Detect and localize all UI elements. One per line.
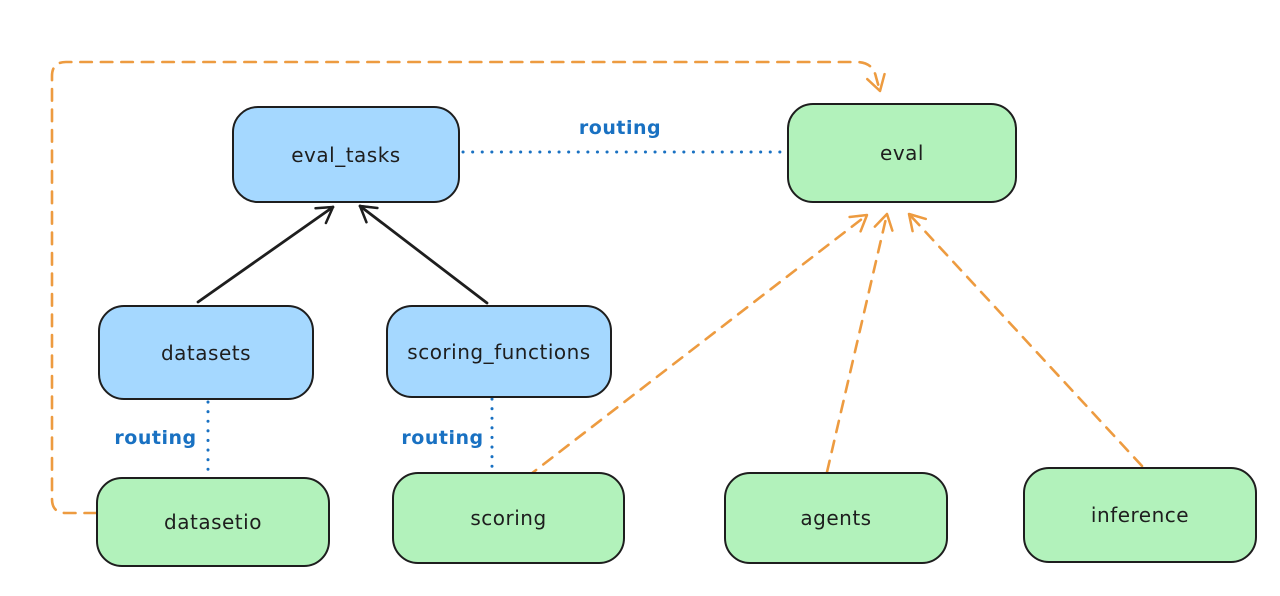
- edge-scoring_functions-eval_tasks: [358, 204, 489, 305]
- edge-inference-eval: [907, 212, 1144, 468]
- node-datasets-label: datasets: [160, 340, 252, 365]
- node-scoring_functions-label: scoring_functions: [407, 339, 591, 364]
- edge-scoring-eval: [525, 213, 869, 479]
- node-scoring: scoring: [392, 472, 625, 564]
- node-datasetio-label: datasetio: [164, 510, 262, 534]
- node-eval_tasks-label: eval_tasks: [291, 142, 401, 167]
- node-eval-label: eval: [880, 141, 924, 165]
- node-eval: eval: [787, 103, 1017, 203]
- node-datasetio: datasetio: [96, 477, 330, 567]
- node-scoring-label: scoring: [470, 506, 547, 530]
- node-agents: agents: [724, 472, 948, 564]
- edge-label-routing-eval_tasks-eval: routing: [578, 117, 662, 139]
- node-datasets: datasets: [98, 305, 314, 400]
- node-scoring_functions: scoring_functions: [386, 305, 612, 398]
- edge-agents-eval: [825, 212, 894, 474]
- node-agents-label: agents: [800, 506, 872, 530]
- node-eval_tasks: eval_tasks: [232, 106, 460, 203]
- edge-label-routing-datasets-datasetio: routing: [114, 427, 197, 449]
- node-inference-label: inference: [1090, 503, 1190, 527]
- edge-datasets-eval_tasks: [196, 205, 335, 304]
- edge-label-routing-scoring_functions-scoring: routing: [401, 427, 484, 449]
- edge-datasetio-eval-wraparound: [50, 60, 886, 515]
- node-inference: inference: [1023, 467, 1257, 563]
